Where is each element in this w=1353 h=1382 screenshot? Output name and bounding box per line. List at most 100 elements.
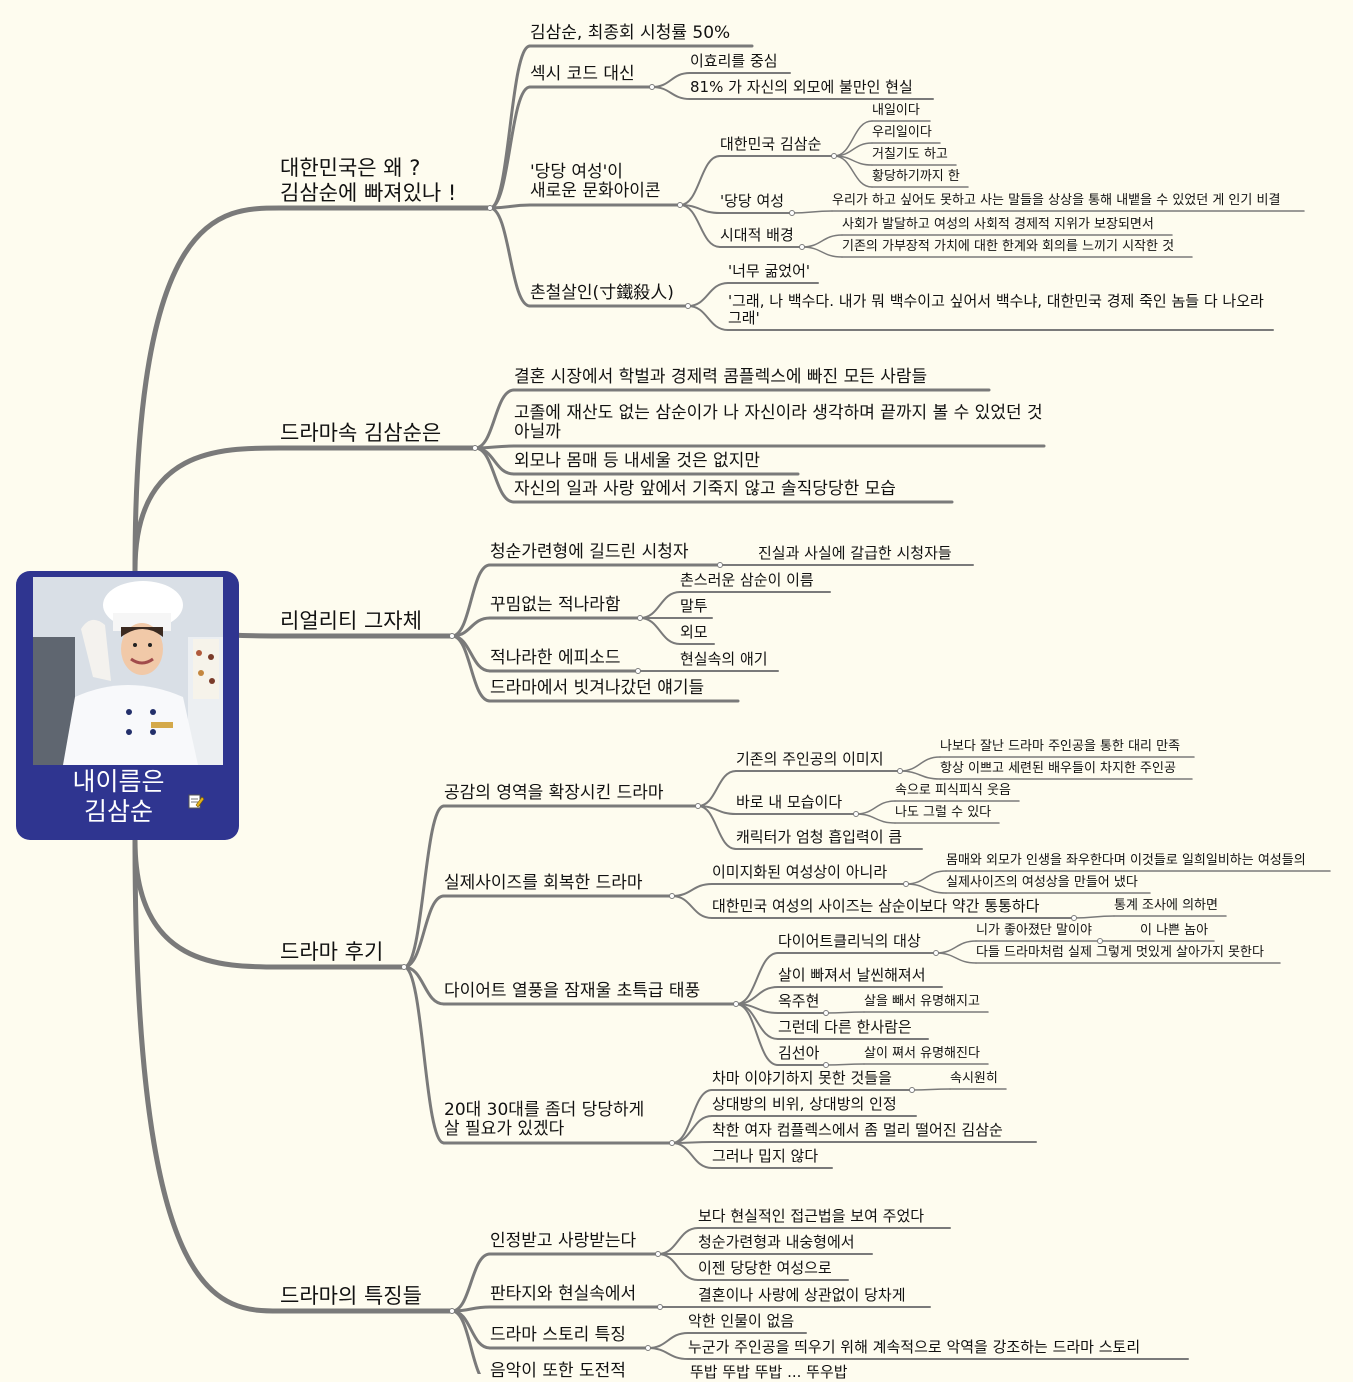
- node-b4c4a[interactable]: 차마 이야기하지 못한 것들을: [712, 1069, 892, 1088]
- node-b1c3a4[interactable]: 황당하기까지 한: [872, 168, 960, 184]
- node-b4c2[interactable]: 실제사이즈를 회복한 드라마: [444, 872, 643, 893]
- node-b1c4[interactable]: 촌철살인(寸鐵殺人): [530, 282, 674, 303]
- collapse-knob[interactable]: [1097, 938, 1103, 944]
- node-b4c4[interactable]: 20대 30대를 좀더 당당하게 살 필요가 있겠다: [444, 1099, 645, 1140]
- node-b4c3d[interactable]: 그런데 다른 한사람은: [778, 1018, 912, 1037]
- node-b5[interactable]: 드라마의 특징들: [280, 1284, 422, 1309]
- node-b1c2b[interactable]: 81% 가 자신의 외모에 불만인 현실: [690, 78, 913, 97]
- node-b5c4[interactable]: 음악이 또한 도전적: [490, 1360, 626, 1381]
- collapse-knob[interactable]: [1071, 915, 1077, 921]
- node-b4c2b1[interactable]: 통계 조사에 의하면: [1114, 897, 1218, 913]
- node-b3c1a[interactable]: 진실과 사실에 갈급한 시청자들: [758, 544, 952, 563]
- node-b1c3b1[interactable]: 우리가 하고 싶어도 못하고 사는 말들을 상상을 통해 내뱉을 수 있었던 게…: [832, 192, 1281, 208]
- node-b4c2a2[interactable]: 실제사이즈의 여성상을 만들어 냈다: [946, 874, 1138, 890]
- collapse-knob[interactable]: [669, 1140, 675, 1146]
- collapse-knob[interactable]: [677, 202, 683, 208]
- collapse-knob[interactable]: [903, 881, 909, 887]
- node-b5c2a[interactable]: 결혼이나 사랑에 상관없이 당차게: [698, 1286, 906, 1305]
- collapse-knob[interactable]: [685, 303, 691, 309]
- node-b4c1b1[interactable]: 속으로 피식피식 웃음: [895, 782, 1011, 798]
- node-b3c3a[interactable]: 현실속의 애기: [680, 650, 768, 669]
- node-b5c1b[interactable]: 청순가련형과 내숭형에서: [698, 1233, 855, 1252]
- collapse-knob[interactable]: [717, 562, 723, 568]
- collapse-knob[interactable]: [789, 210, 795, 216]
- node-b5c1c[interactable]: 이젠 당당한 여성으로: [698, 1259, 832, 1278]
- node-b4c4d[interactable]: 그러나 밉지 않다: [712, 1147, 819, 1166]
- node-b2c4[interactable]: 자신의 일과 사랑 앞에서 기죽지 않고 솔직당당한 모습: [514, 478, 896, 499]
- collapse-knob[interactable]: [853, 811, 859, 817]
- collapse-knob[interactable]: [472, 445, 478, 451]
- node-b4c2a[interactable]: 이미지화된 여성상이 아니라: [712, 863, 888, 882]
- node-b4[interactable]: 드라마 후기: [280, 940, 384, 965]
- collapse-knob[interactable]: [933, 950, 939, 956]
- node-b4c3c1[interactable]: 살을 빼서 유명해지고: [864, 993, 980, 1009]
- node-b4c3a1[interactable]: 니가 좋아졌단 말이야: [976, 922, 1092, 938]
- node-b3c2[interactable]: 꾸밈없는 적나라함: [490, 594, 621, 615]
- collapse-knob[interactable]: [823, 1062, 829, 1068]
- collapse-knob[interactable]: [449, 1308, 455, 1314]
- node-b2[interactable]: 드라마속 김삼순은: [280, 421, 442, 446]
- collapse-knob[interactable]: [799, 244, 805, 250]
- node-b4c4c[interactable]: 착한 여자 컴플렉스에서 좀 멀리 떨어진 김삼순: [712, 1121, 1003, 1140]
- node-b4c1a2[interactable]: 항상 이쁘고 세련된 배우들이 차지한 주인공: [940, 760, 1176, 776]
- node-b5c3[interactable]: 드라마 스토리 특징: [490, 1324, 626, 1345]
- node-b3c3[interactable]: 적나라한 에피소드: [490, 647, 621, 668]
- node-b1c4b[interactable]: '그래, 나 백수다. 내가 뭐 백수이고 싶어서 백수냐, 대한민국 경제 죽…: [728, 291, 1264, 327]
- collapse-knob[interactable]: [449, 633, 455, 639]
- node-b4c3b[interactable]: 살이 빠져서 날씬해져서: [778, 966, 926, 985]
- collapse-knob[interactable]: [909, 1087, 915, 1093]
- node-b5c1[interactable]: 인정받고 사랑받는다: [490, 1230, 637, 1251]
- node-b1c1[interactable]: 김삼순, 최종회 시청률 50%: [530, 22, 731, 43]
- node-b2c3[interactable]: 외모나 몸매 등 내세울 것은 없지만: [514, 450, 760, 471]
- node-b4c2a1[interactable]: 몸매와 외모가 인생을 좌우한다며 이것들로 일희일비하는 여성들의: [946, 852, 1306, 868]
- node-b5c4a[interactable]: 뚜밥 뚜밥 뚜밥 ... 뚜우밥: [690, 1363, 848, 1382]
- node-b4c3c[interactable]: 옥주현: [778, 992, 820, 1011]
- node-b5c3b[interactable]: 누군가 주인공을 띄우기 위해 계속적으로 악역을 강조하는 드라마 스토리: [688, 1338, 1141, 1357]
- collapse-knob[interactable]: [637, 615, 643, 621]
- node-b2c2[interactable]: 고졸에 재산도 없는 삼순이가 나 자신이라 생각하며 끝까지 볼 수 있었던 …: [514, 402, 1043, 443]
- collapse-knob[interactable]: [669, 893, 675, 899]
- collapse-knob[interactable]: [897, 768, 903, 774]
- node-b3c4[interactable]: 드라마에서 빗겨나갔던 얘기들: [490, 677, 705, 698]
- node-b4c4b[interactable]: 상대방의 비위, 상대방의 인정: [712, 1095, 897, 1114]
- node-b4c3[interactable]: 다이어트 열풍을 잠재울 초특급 태풍: [444, 980, 701, 1001]
- collapse-knob[interactable]: [657, 1304, 663, 1310]
- node-b4c3e1[interactable]: 살이 쪄서 유명해진다: [864, 1045, 980, 1061]
- node-b1c3a3[interactable]: 거칠기도 하고: [872, 146, 948, 162]
- node-b4c1b2[interactable]: 나도 그럴 수 있다: [895, 804, 992, 820]
- collapse-knob[interactable]: [635, 668, 641, 674]
- collapse-knob[interactable]: [823, 1010, 829, 1016]
- node-b1c2a[interactable]: 이효리를 중심: [690, 52, 778, 71]
- node-b4c3a2[interactable]: 다들 드라마처럼 실제 그렇게 멋있게 살아가지 못한다: [976, 944, 1264, 960]
- node-b1c3c[interactable]: 시대적 배경: [720, 226, 794, 245]
- node-b4c1a1[interactable]: 나보다 잘난 드라마 주인공을 통한 대리 만족: [940, 738, 1181, 754]
- node-b1c2[interactable]: 섹시 코드 대신: [530, 63, 635, 84]
- node-b4c1[interactable]: 공감의 영역을 확장시킨 드라마: [444, 782, 664, 803]
- collapse-knob[interactable]: [695, 803, 701, 809]
- collapse-knob[interactable]: [401, 964, 407, 970]
- collapse-knob[interactable]: [649, 84, 655, 90]
- node-b3c2b[interactable]: 말투: [680, 597, 708, 616]
- node-b1c3a1[interactable]: 내일이다: [872, 102, 920, 118]
- collapse-knob[interactable]: [487, 205, 493, 211]
- node-b4c1b[interactable]: 바로 내 모습이다: [736, 793, 843, 812]
- node-b4c3a1x[interactable]: 이 나쁜 놈아: [1140, 922, 1209, 938]
- node-b1[interactable]: 대한민국은 왜 ? 김삼순에 빠져있나 !: [280, 156, 457, 205]
- node-b5c2[interactable]: 판타지와 현실속에서: [490, 1283, 637, 1304]
- collapse-knob[interactable]: [831, 153, 837, 159]
- node-b4c1c[interactable]: 캐릭터가 엄청 흡입력이 큼: [736, 828, 903, 847]
- note-icon[interactable]: [188, 793, 204, 809]
- node-b1c3[interactable]: '당당 여성'이 새로운 문화아이콘: [530, 161, 661, 202]
- node-b4c2b[interactable]: 대한민국 여성의 사이즈는 삼순이보다 약간 통통하다: [712, 897, 1040, 916]
- node-b1c3a2[interactable]: 우리일이다: [872, 124, 932, 140]
- node-b5c3a[interactable]: 악한 인물이 없음: [688, 1312, 795, 1331]
- node-b1c3c1[interactable]: 사회가 발달하고 여성의 사회적 경제적 지위가 보장되면서: [842, 216, 1154, 232]
- node-b1c3a[interactable]: 대한민국 김삼순: [720, 135, 822, 154]
- node-b4c3e[interactable]: 김선아: [778, 1044, 820, 1063]
- node-b3c1[interactable]: 청순가련형에 길드린 시청자: [490, 541, 689, 562]
- node-b1c3b[interactable]: '당당 여성: [720, 192, 785, 211]
- node-b1c4a[interactable]: '너무 굶었어': [728, 262, 811, 281]
- node-b2c1[interactable]: 결혼 시장에서 학벌과 경제력 콤플렉스에 빠진 모든 사람들: [514, 366, 928, 387]
- node-b5c1a[interactable]: 보다 현실적인 접근법을 보여 주었다: [698, 1207, 925, 1226]
- node-b4c4a1[interactable]: 속시원히: [950, 1070, 998, 1086]
